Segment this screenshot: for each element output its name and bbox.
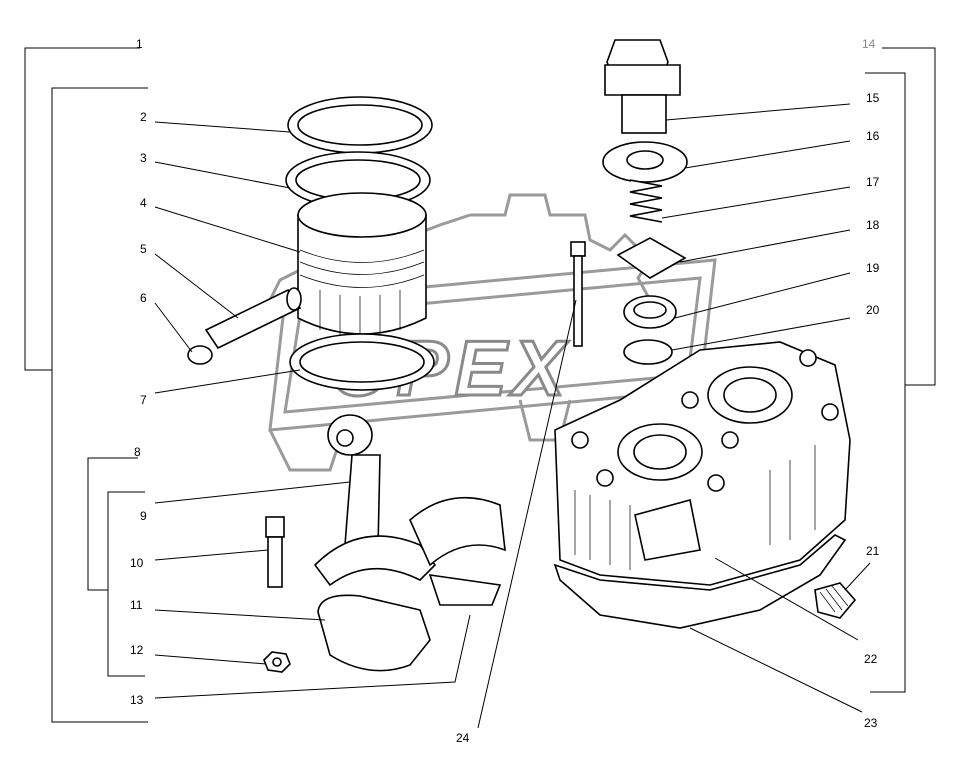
cylinder-head-22 [554,341,851,586]
callout-21: 21 [866,544,880,558]
bracket-group-14 [865,47,936,693]
callout-8: 8 [134,445,141,459]
callout-16: 16 [866,129,880,143]
connecting-rod-9 [313,414,437,587]
callout-23: 23 [864,716,878,730]
o-ring-20 [623,339,673,365]
callout-17: 17 [866,175,880,189]
callout-19: 19 [866,261,880,275]
callout-labels: 1 2 3 4 5 6 7 8 9 10 11 12 13 14 15 16 1… [130,37,880,745]
stud-24 [570,241,586,347]
callout-20: 20 [866,303,880,317]
valve-seat-19 [623,295,677,329]
washer-16 [602,141,688,183]
callout-10: 10 [130,556,144,570]
bracket-group-8 [87,457,145,677]
gasket-23 [553,534,847,629]
oil-ring-7 [289,333,435,391]
callout-15: 15 [866,91,880,105]
callout-18: 18 [866,218,880,232]
piston-pin-5 [204,287,302,350]
nut-12 [263,651,291,673]
callout-6: 6 [140,291,147,305]
callout-3: 3 [140,151,147,165]
callout-7: 7 [140,393,147,407]
callout-11: 11 [130,598,143,612]
callout-5: 5 [140,242,147,256]
callout-22: 22 [864,652,878,666]
plug-21 [814,582,857,619]
snap-ring-6 [187,345,213,365]
callout-9: 9 [140,509,147,523]
callout-1: 1 [136,37,143,51]
callout-12: 12 [130,643,144,657]
piston-4 [297,192,427,340]
bolt-10 [265,516,285,588]
callout-4: 4 [140,196,147,210]
valve-plate-18 [616,237,687,279]
spring-17 [629,179,663,223]
callout-24: 24 [456,731,470,745]
callout-13: 13 [130,693,144,707]
rod-cap-11 [317,594,431,672]
leader-lines [154,103,871,729]
callout-2: 2 [140,110,147,124]
piston-ring-2 [287,96,433,154]
bearing-shell-13 [409,496,506,606]
callout-14: 14 [862,37,876,51]
valve-plug-15 [604,39,681,134]
bracket-group-1 [24,47,148,723]
